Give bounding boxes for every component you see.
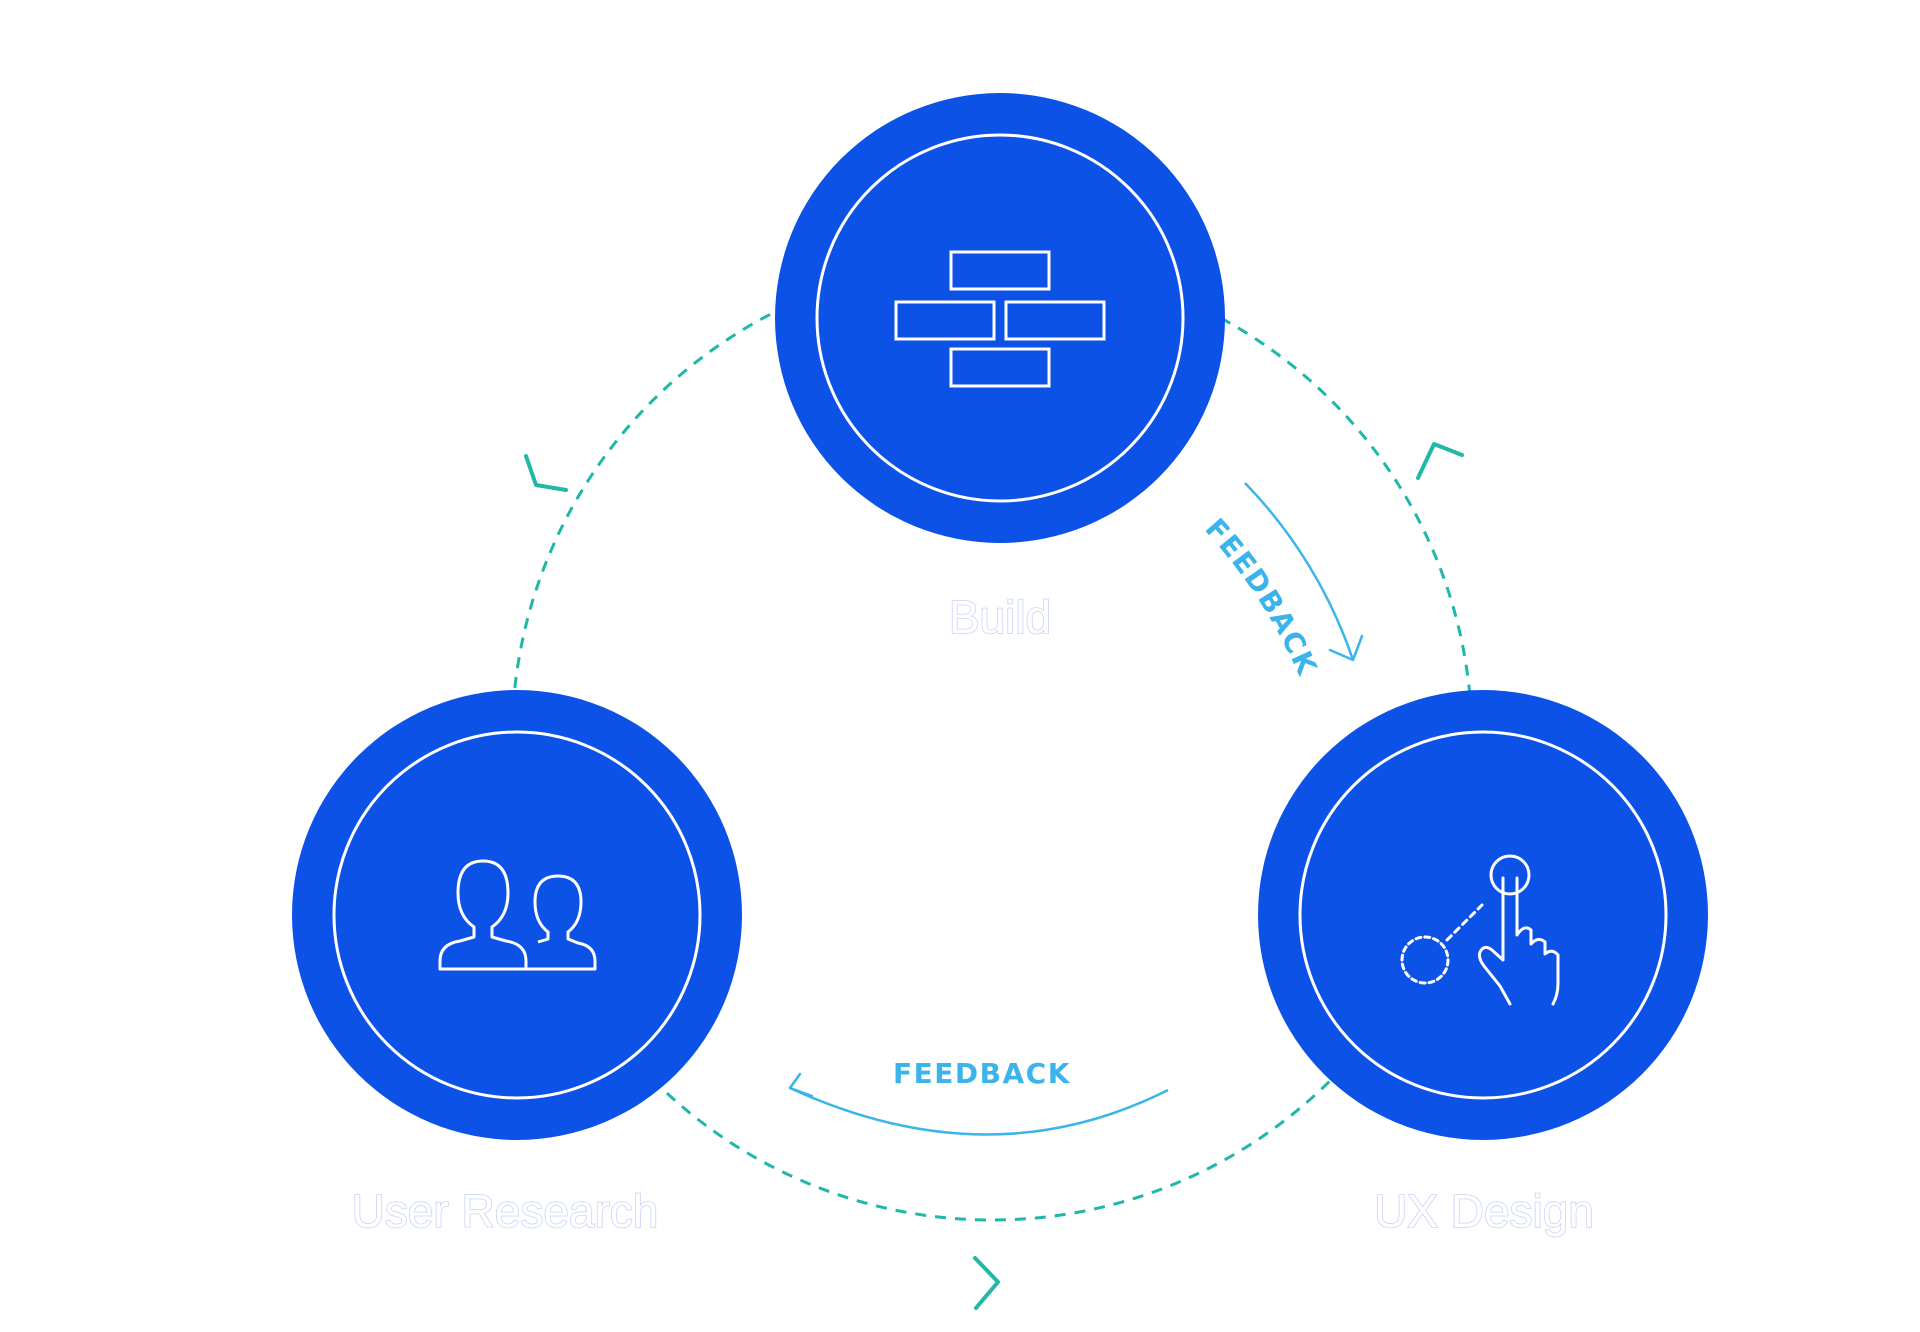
node-user-research: [292, 690, 742, 1140]
cycle-chevron-left-icon: [524, 454, 568, 492]
node-user-research-circle: [292, 690, 742, 1140]
node-ux-design-ring: [1298, 730, 1668, 1100]
node-user-research-label: User Research: [352, 1185, 659, 1237]
node-ux-design: [1258, 690, 1708, 1140]
node-user-research-ring: [332, 730, 702, 1100]
feedback-arrow-right: [1244, 482, 1355, 661]
node-ux-design-label: UX Design: [1374, 1185, 1594, 1237]
users-icon: [438, 859, 597, 971]
node-build-ring: [815, 133, 1185, 503]
feedback-label-right: FEEDBACK: [1199, 512, 1324, 681]
cycle-chevron-right-icon: [1416, 442, 1464, 480]
feedback-arrowhead-bottom-icon: [788, 1072, 814, 1098]
node-ux-design-circle: [1258, 690, 1708, 1140]
tap-gesture-icon: [1400, 854, 1560, 1006]
node-build-label: Build: [949, 591, 1051, 643]
feedback-arrowhead-right-icon: [1328, 634, 1364, 662]
node-build-circle: [775, 93, 1225, 543]
cycle-chevron-bottom-icon: [973, 1256, 1000, 1310]
feedback-label-bottom: FEEDBACK: [893, 1057, 1071, 1090]
feedback-arrow-bottom: [789, 1086, 1169, 1136]
node-build: [775, 93, 1225, 543]
bricks-icon: [894, 250, 1106, 388]
